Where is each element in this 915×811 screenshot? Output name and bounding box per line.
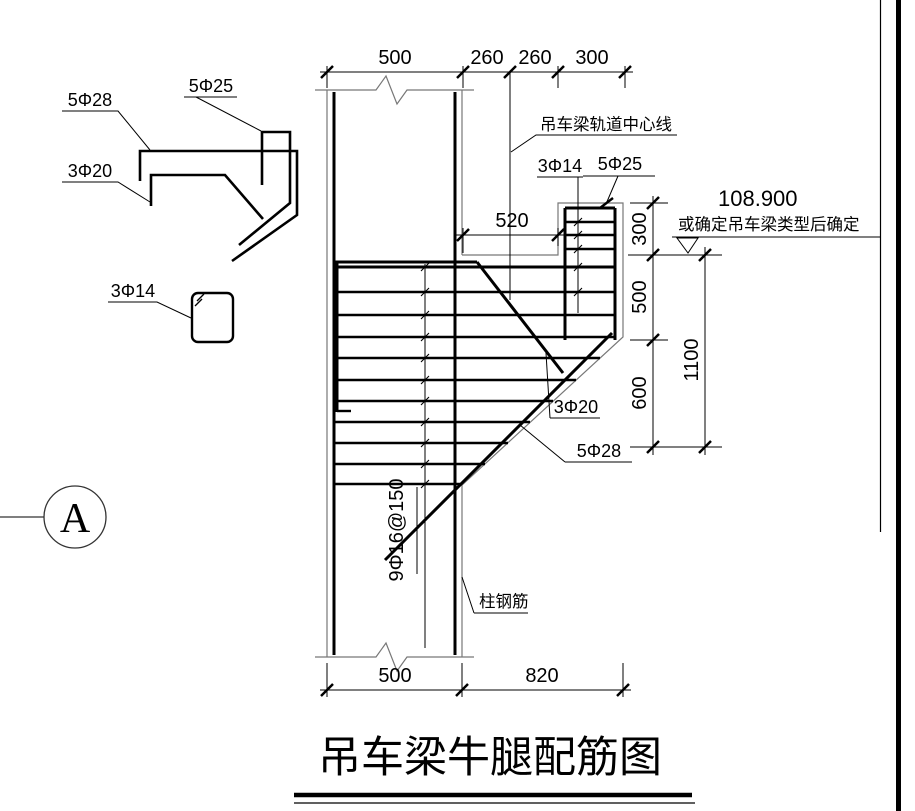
elevation-marker	[672, 236, 880, 254]
break-line-bottom	[315, 641, 474, 673]
bar-shape-3phi20	[149, 173, 264, 220]
leader-5phi28-main	[519, 424, 632, 463]
elevation-value: 108.900	[718, 186, 798, 211]
label-3phi20-detail: 3Φ20	[68, 161, 112, 181]
block-rebar	[563, 206, 617, 340]
leader-3phi20-main	[545, 352, 600, 419]
leader-5phi25	[184, 96, 262, 132]
leader-5phi28	[62, 110, 151, 151]
corbel-outline	[461, 202, 624, 486]
sheet-frame	[879, 0, 901, 811]
count-ticks	[420, 262, 430, 489]
label-3phi20-main: 3Φ20	[554, 397, 598, 417]
dim-bottom-chain	[320, 663, 631, 697]
leaders	[416, 134, 677, 648]
dim-right-chains	[628, 196, 722, 455]
bar-shape-5phi25	[238, 130, 292, 247]
dim-top-260b: 260	[518, 47, 551, 69]
drawing-title-block: 吊车梁牛腿配筋图	[294, 735, 695, 804]
dim-520	[456, 228, 565, 253]
dim-bottom-820: 820	[525, 665, 558, 687]
reinforcement	[332, 92, 617, 655]
label-column-rebar: 柱钢筋	[479, 592, 529, 611]
leader-3phi20	[62, 181, 151, 203]
dim-bottom-500: 500	[378, 665, 411, 687]
label-5phi25-detail: 5Φ25	[189, 76, 233, 96]
label-5phi28-main: 5Φ28	[577, 441, 621, 461]
label-5phi25-main: 5Φ25	[598, 154, 642, 174]
dim-520: 520	[495, 210, 528, 232]
bar-5phi28-diagonal-2	[545, 348, 597, 400]
leader-column-rebar	[461, 576, 528, 614]
leader-5phi25-main	[583, 175, 655, 205]
break-line-top	[315, 74, 474, 106]
stirrup-hook-ticks	[194, 293, 205, 307]
dim-right-600: 600	[629, 376, 651, 409]
bar-3phi20-diagonal	[475, 261, 565, 374]
leader-3phi14-main	[537, 176, 583, 313]
dim-top-chain	[320, 65, 633, 88]
label-3phi14-detail: 3Φ14	[111, 281, 155, 301]
dim-top-300: 300	[575, 47, 608, 69]
dim-right-1100: 1100	[681, 338, 703, 381]
label-3phi14-main: 3Φ14	[538, 156, 582, 176]
drawing-title: 吊车梁牛腿配筋图	[318, 735, 662, 782]
corbel-stirrups	[334, 290, 615, 486]
leader-rail-centerline	[510, 134, 677, 153]
grid-bubble: A	[0, 485, 107, 549]
bar-shape-5phi28	[138, 149, 299, 263]
dim-top-500: 500	[378, 47, 411, 69]
annotation-texts: 吊车梁轨道中心线 3Φ14 5Φ25 3Φ20 5Φ28 柱钢筋 9Φ16@15…	[386, 115, 860, 611]
dimension-texts: 500 260 260 300 520 300 500 600 1100 500…	[378, 47, 703, 687]
concrete-outline	[315, 74, 624, 673]
dim-right-500: 500	[629, 280, 651, 313]
bar-shape-detail	[62, 96, 299, 344]
grid-label: A	[60, 496, 91, 542]
elevation-note: 或确定吊车梁类型后确定	[678, 215, 860, 234]
leader-3phi14	[108, 301, 192, 319]
grid-circle	[43, 485, 107, 549]
dim-right-300: 300	[629, 212, 651, 245]
dimensions	[320, 65, 880, 697]
bar-shape-detail-labels: 5Φ28 5Φ25 3Φ20 3Φ14	[68, 76, 233, 301]
label-rail-centerline: 吊车梁轨道中心线	[540, 115, 672, 134]
bar-shape-3phi14-stirrup	[190, 291, 235, 344]
dim-top-260a: 260	[470, 47, 503, 69]
label-column-stirrups: 9Φ16@150	[386, 479, 408, 582]
label-5phi28-detail: 5Φ28	[68, 90, 112, 110]
